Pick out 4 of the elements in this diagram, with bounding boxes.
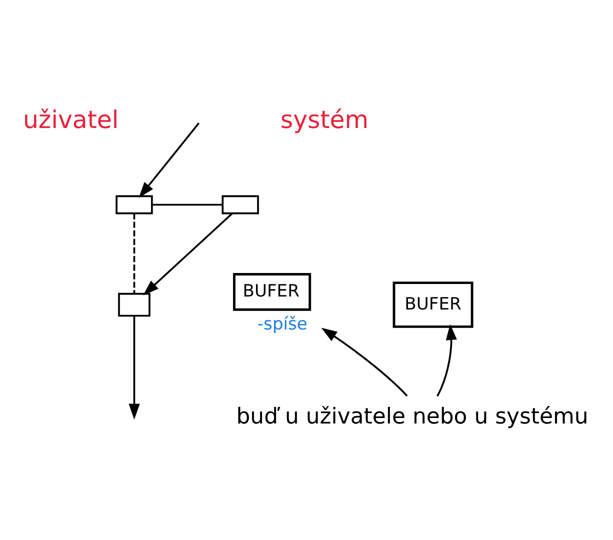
- node-text: buď u uživatele nebo u systému: [236, 404, 588, 430]
- node-label: -spíše: [257, 314, 308, 334]
- label: uživatel: [22, 104, 119, 134]
- label: systém: [280, 104, 369, 134]
